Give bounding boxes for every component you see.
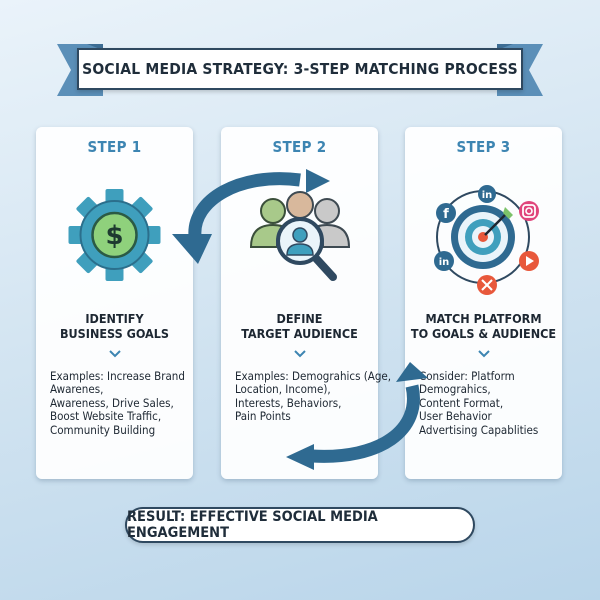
chevron-down-icon bbox=[478, 350, 490, 358]
double-arrow-bottom-icon bbox=[286, 362, 428, 470]
step-description: Examples: Increase Brand Awarenes, Aware… bbox=[50, 369, 185, 437]
linkedin-icon-2: in bbox=[434, 251, 454, 271]
page-title: SOCIAL MEDIA STRATEGY: 3-STEP MATCHING P… bbox=[77, 48, 523, 90]
step-title: DEFINE TARGET AUDIENCE bbox=[241, 311, 358, 341]
step-title: IDENTIFY BUSINESS GOALS bbox=[59, 311, 170, 341]
step-card-3: STEP 3 in f in bbox=[405, 127, 562, 479]
facebook-icon: f bbox=[436, 203, 456, 223]
svg-text:$: $ bbox=[105, 221, 123, 251]
target-platforms-icon: in f in bbox=[434, 185, 539, 295]
step-label: STEP 1 bbox=[87, 138, 142, 156]
linkedin-icon: in bbox=[478, 185, 496, 203]
chevron-down-icon bbox=[109, 350, 121, 358]
chevron-down-icon bbox=[294, 350, 306, 358]
svg-text:in: in bbox=[482, 190, 493, 201]
double-arrow-top-icon bbox=[172, 169, 330, 264]
step-label: STEP 2 bbox=[272, 138, 327, 156]
step-label: STEP 3 bbox=[456, 138, 511, 156]
youtube-icon bbox=[519, 251, 539, 271]
instagram-icon bbox=[519, 201, 539, 221]
result-badge: RESULT: EFFECTIVE SOCIAL MEDIA ENGAGEMEN… bbox=[125, 507, 475, 543]
step-card-1: STEP 1 $ IDENTIFY BUSINESS GOALS Exam bbox=[36, 127, 193, 479]
svg-text:in: in bbox=[439, 257, 450, 268]
svg-text:f: f bbox=[443, 207, 449, 222]
audience-magnifier-icon bbox=[249, 191, 351, 281]
step-description: Examples: Demograhics (Age, Location, In… bbox=[235, 369, 392, 424]
x-icon bbox=[477, 275, 497, 295]
step-title: MATCH PLATFORM TO GOALS & AUDIENCE bbox=[410, 311, 557, 341]
step-description: Consider: Platform Demograhics, Content … bbox=[419, 369, 539, 437]
gear-dollar-icon: $ bbox=[68, 189, 161, 281]
